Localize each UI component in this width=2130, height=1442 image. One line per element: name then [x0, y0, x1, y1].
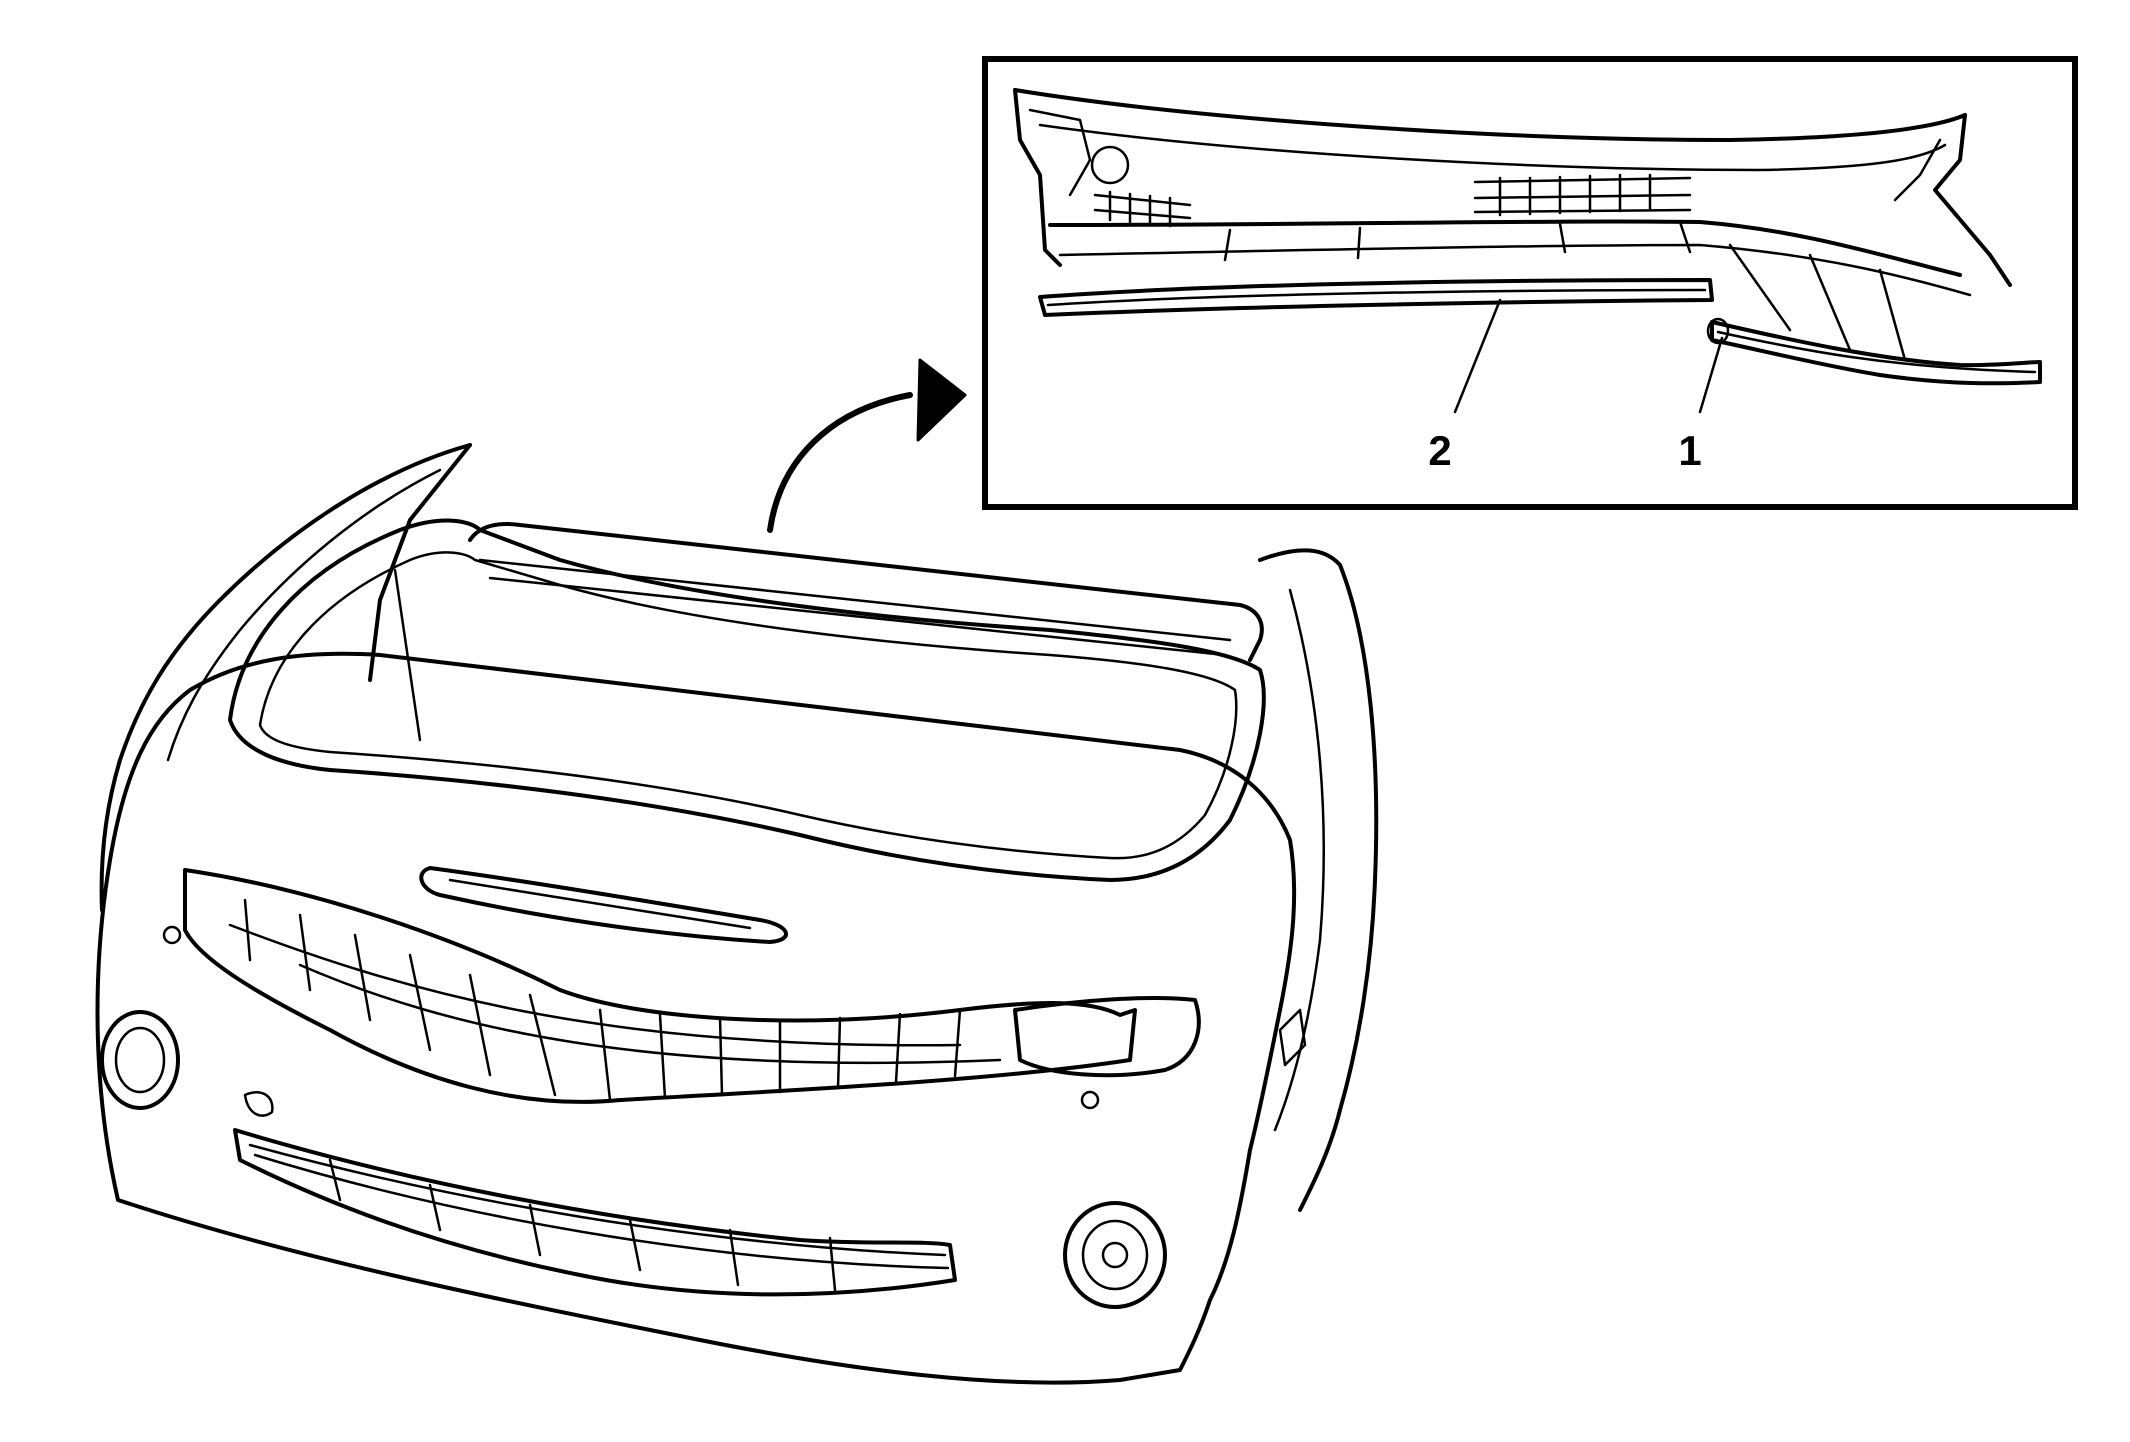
right-fog-lamp-inner — [1081, 1219, 1149, 1291]
right-fog-lamp — [1063, 1201, 1167, 1309]
left-fog-lamp — [100, 1010, 180, 1110]
inset-cowl-section-lines — [1223, 220, 1907, 362]
inset-cowl-panel-ridge — [1038, 123, 1947, 172]
hood-opening — [228, 518, 1266, 882]
cowl-seal-right-end-cap — [1706, 317, 1730, 345]
callout-leader-1 — [1698, 336, 1724, 414]
detail-inset-frame — [982, 56, 2078, 510]
right-headlamp — [1013, 996, 1201, 1078]
hood-opening-inner — [258, 551, 1238, 860]
lower-grille-mesh — [248, 1143, 950, 1292]
fascia-bolt-right — [1080, 1090, 1100, 1110]
grille-mesh — [228, 898, 1002, 1102]
right-fog-lamp-center — [1101, 1241, 1129, 1269]
inset-cowl-right-end — [1933, 113, 2012, 287]
left-fog-lamp-inner — [114, 1026, 166, 1094]
detail-inset: 2 1 — [982, 56, 2078, 510]
cowl-seal-right — [1710, 320, 2042, 386]
side-marker — [1278, 1008, 1307, 1067]
inset-cowl-left-end-detail — [1028, 108, 1092, 197]
fascia-bolt-left — [162, 925, 182, 945]
front-fascia-outline — [95, 651, 1297, 1385]
callout-leader-2 — [1453, 298, 1502, 414]
inset-cowl-left-boss — [1090, 145, 1130, 185]
detail-arrow-shaft — [767, 392, 913, 533]
upper-grille-slot — [419, 866, 788, 944]
inset-cowl-vents-left — [1093, 190, 1192, 228]
tow-hook-cover — [243, 1091, 274, 1117]
cowl-seal-left-inner — [1046, 288, 1707, 307]
right-fender-inner-line — [1273, 588, 1325, 1132]
cowl-seal-left — [1038, 278, 1714, 317]
cowl-panel — [468, 521, 1264, 662]
hood-strut — [393, 568, 422, 742]
detail-arrow-head — [916, 358, 967, 442]
vehicle-front-end — [95, 443, 1379, 1385]
right-fender — [1258, 548, 1379, 1212]
callout-label-2: 2 — [1428, 427, 1451, 474]
lower-grille — [233, 1128, 957, 1297]
cowl-panel-edge — [478, 558, 1232, 642]
inset-cowl-left-end — [1013, 88, 1062, 267]
main-grille-opening — [183, 868, 1137, 1104]
detail-arrow — [767, 358, 967, 533]
callout-label-1: 1 — [1678, 427, 1701, 474]
inset-cowl-front-face — [1048, 219, 1962, 277]
hood-hinge-left — [368, 443, 472, 682]
left-fender — [99, 443, 472, 912]
inset-cowl-right-end-detail — [1893, 138, 1942, 202]
cowl-seal-front-view — [488, 576, 1227, 657]
left-fender-inner-line — [166, 468, 442, 762]
cowl-seal-right-inner — [1716, 330, 2037, 374]
inset-cowl-front-face-lower — [1058, 243, 1972, 297]
inset-cowl-panel-top — [1013, 88, 1967, 142]
inset-cowl-vents-center — [1473, 173, 1692, 217]
upper-grille-slot-inner — [448, 878, 752, 930]
